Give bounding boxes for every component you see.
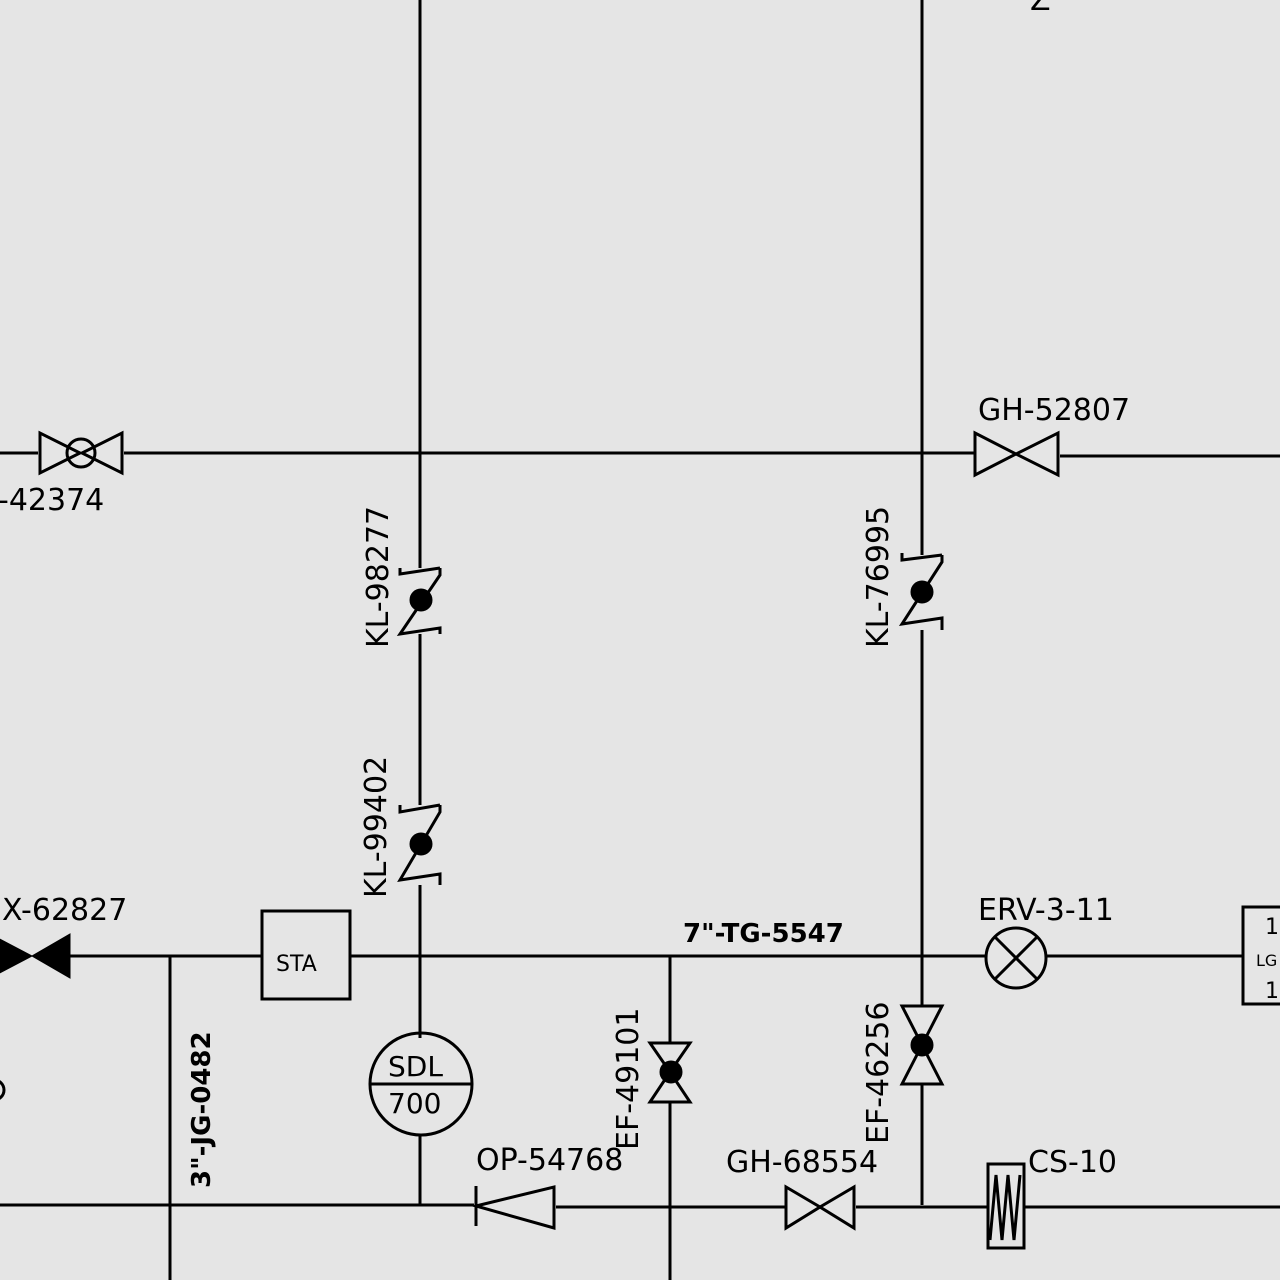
valve-ef49101-label: EF-49101: [611, 1008, 646, 1150]
check-valve-kl98277[interactable]: [396, 566, 442, 636]
right-box-top: 1: [1265, 915, 1279, 940]
right-instrument-box[interactable]: 1 LG 1: [1241, 905, 1280, 1006]
top-fragment-label: Z: [1030, 0, 1051, 18]
sdl-700-instrument[interactable]: SDL 700: [368, 1031, 474, 1137]
line-tg5547-label: 7"-TG-5547: [683, 919, 844, 949]
sta-box-label: STA: [276, 952, 317, 977]
valve-ef46256[interactable]: [899, 1004, 945, 1086]
check-valve-kl76995-label: KL-76995: [861, 506, 896, 648]
check-valve-kl99402[interactable]: [397, 803, 442, 885]
strainer-cs10-label: CS-10: [1028, 1145, 1117, 1180]
valve-ef49101[interactable]: [647, 1041, 693, 1104]
check-valve-op54768-label: OP-54768: [476, 1143, 623, 1178]
check-valve-kl76995[interactable]: [898, 553, 944, 630]
valve-gh52807-label: GH-52807: [978, 393, 1130, 428]
valve-ef46256-label: EF-46256: [861, 1002, 896, 1144]
valve-42374-label: -42374: [0, 483, 104, 518]
valve-gh52807[interactable]: [973, 430, 1060, 478]
valve-gh68554[interactable]: [784, 1184, 856, 1231]
check-valve-kl99402-label: KL-99402: [359, 756, 394, 898]
check-valve-op54768[interactable]: [470, 1185, 556, 1230]
left-edge-fragment: [0, 1080, 6, 1100]
valve-42374[interactable]: [38, 430, 124, 476]
right-box-mid: LG: [1256, 951, 1277, 970]
valve-x62827[interactable]: [0, 933, 71, 979]
check-valve-kl98277-label: KL-98277: [361, 506, 396, 648]
right-box-bottom: 1: [1265, 979, 1279, 1004]
strainer-cs10[interactable]: [986, 1162, 1026, 1250]
sta-box[interactable]: STA: [260, 909, 352, 1001]
valve-x62827-label: X-62827: [2, 893, 127, 928]
sdl-700-top-label: SDL: [388, 1050, 443, 1083]
sdl-700-bottom-label: 700: [388, 1087, 441, 1120]
valve-gh68554-label: GH-68554: [726, 1145, 878, 1180]
erv-3-11[interactable]: [984, 926, 1048, 990]
erv-3-11-label: ERV-3-11: [978, 893, 1114, 928]
line-jg0482-label: 3"-JG-0482: [187, 1031, 217, 1188]
